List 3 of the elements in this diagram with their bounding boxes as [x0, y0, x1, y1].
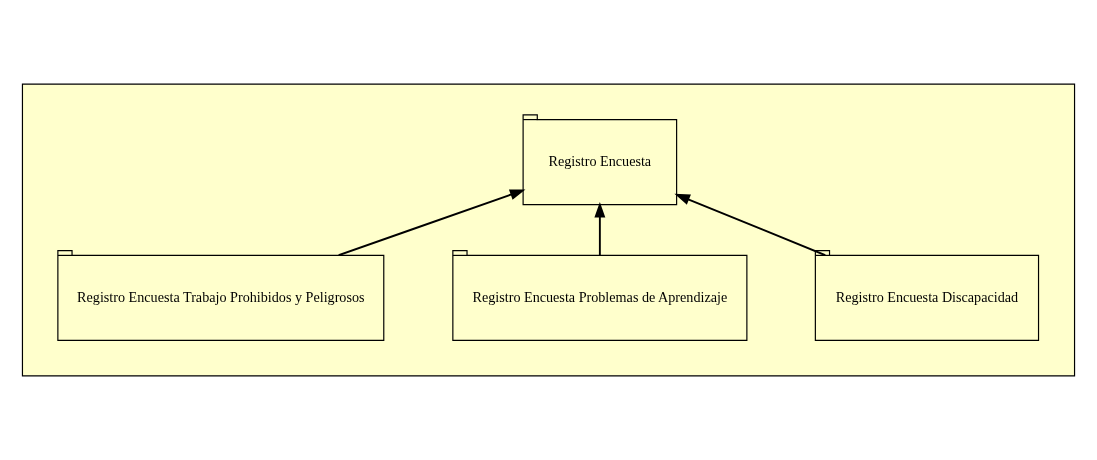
- arrow: [674, 193, 827, 257]
- cluster: [21, 83, 1076, 377]
- arrow: [594, 201, 606, 257]
